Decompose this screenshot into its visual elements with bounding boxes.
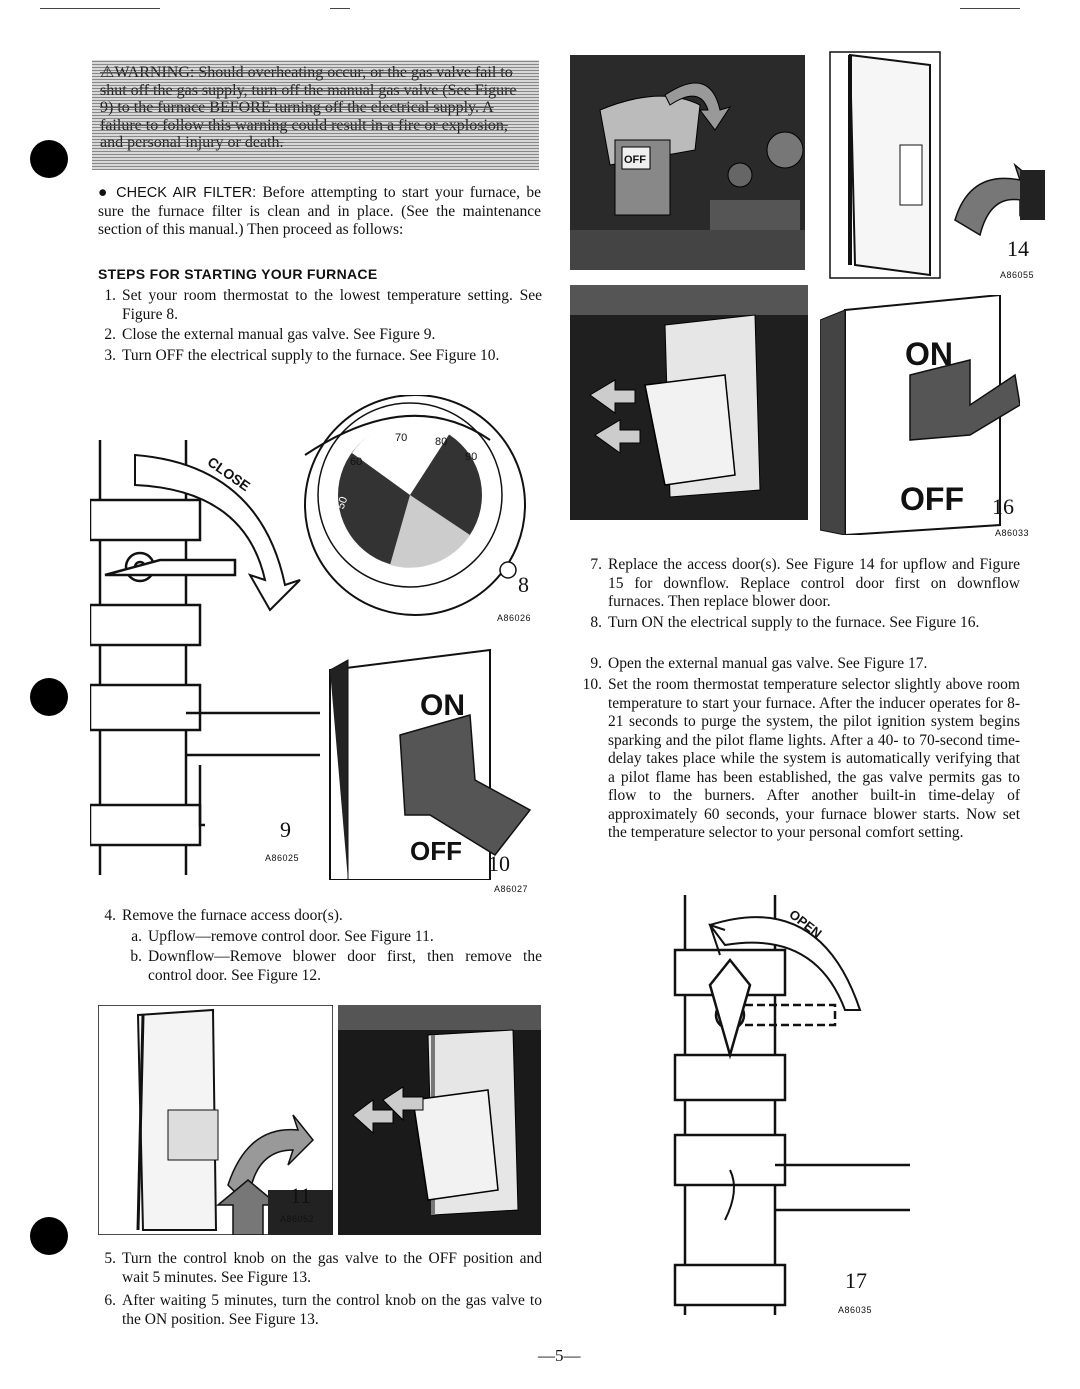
step-number: 7.	[590, 556, 602, 573]
svg-text:60: 60	[350, 456, 362, 468]
step-3: 3. Turn OFF the electrical supply to the…	[92, 347, 542, 385]
top-rule	[40, 8, 160, 9]
fig16-on-label: ON	[905, 336, 953, 372]
warning-text: ⚠WARNING: Should overheating occur, or t…	[100, 64, 517, 151]
figure-15-illustration	[570, 285, 808, 520]
fig16-off-label: OFF	[900, 481, 964, 517]
figure-8-code: A86026	[497, 613, 532, 623]
figure-14-illustration	[829, 51, 1045, 279]
substep-letter: b.	[130, 948, 142, 965]
step-6: 6. After waiting 5 minutes, turn the con…	[92, 1292, 542, 1330]
svg-text:80: 80	[435, 436, 447, 448]
step-4: 4. Remove the furnace access door(s).	[92, 907, 542, 927]
step-text: Remove the furnace access door(s).	[122, 907, 343, 924]
figure-16-number: 16	[992, 494, 1014, 519]
figure-9-number: 9	[280, 817, 291, 842]
binder-hole	[30, 678, 68, 716]
substep-text: Upflow—remove control door. See Figure 1…	[148, 928, 434, 945]
page-number: —5—	[538, 1346, 581, 1365]
step-text: Turn OFF the electrical supply to the fu…	[122, 347, 500, 364]
figure-12-illustration	[338, 1005, 541, 1235]
figure-16-illustration: ON OFF	[820, 295, 1020, 535]
figure-14-code: A86055	[1000, 270, 1035, 280]
figure-13-illustration: OFF	[570, 55, 805, 270]
step-number: 8.	[590, 614, 602, 631]
figure-17-number: 17	[845, 1268, 867, 1293]
step-number: 5.	[104, 1250, 116, 1267]
step-text: Set the room thermostat temperature sele…	[608, 676, 1020, 841]
substep-letter: a.	[131, 928, 142, 945]
fig10-on-label: ON	[420, 689, 465, 722]
step-9: 9. Open the external manual gas valve. S…	[578, 655, 1020, 675]
step-4a: a. Upflow—remove control door. See Figur…	[122, 928, 542, 948]
step-number: 3.	[104, 347, 116, 364]
figure-9-code: A86025	[265, 853, 300, 863]
figure-16-code: A86033	[995, 528, 1030, 538]
step-number: 1.	[104, 287, 116, 304]
warning-box: ⚠WARNING: Should overheating occur, or t…	[92, 60, 539, 170]
open-arrow	[708, 916, 862, 1011]
step-4b: b. Downflow—Remove blower door first, th…	[122, 948, 542, 986]
step-number: 6.	[104, 1292, 116, 1309]
step-2: 2. Close the external manual gas valve. …	[92, 326, 542, 346]
step-text: Close the external manual gas valve. See…	[122, 326, 436, 343]
binder-hole	[30, 1217, 68, 1255]
fig10-off-label: OFF	[410, 836, 462, 866]
figure-10-code: A86027	[494, 884, 529, 894]
step-text: Turn the control knob on the gas valve t…	[122, 1250, 542, 1286]
step-7: 7. Replace the access door(s). See Figur…	[578, 556, 1020, 613]
figure-11-code: A86052	[280, 1214, 315, 1224]
step-number: 4.	[104, 907, 116, 924]
bullet-icon: ●	[98, 184, 117, 201]
figure-11-illustration	[98, 1005, 333, 1235]
step-text: After waiting 5 minutes, turn the contro…	[122, 1292, 542, 1328]
figure-8-number: 8	[518, 572, 529, 597]
step-number: 10.	[582, 676, 602, 693]
svg-text:90: 90	[465, 451, 477, 463]
svg-text:70: 70	[395, 432, 407, 444]
step-number: 2.	[104, 326, 116, 343]
figure-17-code: A86035	[838, 1305, 873, 1315]
fig13-knob-label: OFF	[624, 154, 646, 166]
binder-hole	[30, 140, 68, 178]
step-text: Open the external manual gas valve. See …	[608, 655, 928, 672]
check-air-filter-text: Before attempting to start your furnace,…	[98, 184, 541, 238]
figure-11-number: 11	[290, 1183, 312, 1208]
step-text: Turn ON the electrical supply to the fur…	[608, 614, 980, 631]
top-rule	[330, 8, 350, 9]
close-arrow	[134, 453, 301, 612]
figure-8-9-illustration: CLOSE 50 60 70 80 90 ON OFF	[90, 395, 532, 880]
figure-14-number: 14	[1007, 236, 1029, 261]
step-number: 9.	[590, 655, 602, 672]
step-1: 1. Set your room thermostat to the lowes…	[92, 287, 542, 325]
figure-10-number: 10	[488, 851, 510, 876]
step-8: 8. Turn ON the electrical supply to the …	[578, 614, 1020, 652]
steps-heading: STEPS FOR STARTING YOUR FURNACE	[98, 266, 378, 282]
step-text: Replace the access door(s). See Figure 1…	[608, 556, 1020, 610]
step-10: 10. Set the room thermostat temperature …	[578, 676, 1020, 881]
substep-text: Downflow—Remove blower door first, then …	[148, 948, 542, 984]
check-air-filter-heading: CHECK AIR FILTER:	[116, 185, 257, 201]
check-air-filter-paragraph: ● CHECK AIR FILTER: Before attempting to…	[98, 184, 541, 240]
figure-17-illustration: OPEN	[673, 895, 910, 1315]
svg-text:50: 50	[335, 495, 350, 511]
top-rule	[960, 8, 1020, 9]
step-text: Set your room thermostat to the lowest t…	[122, 287, 542, 323]
step-5: 5. Turn the control knob on the gas valv…	[92, 1250, 542, 1288]
